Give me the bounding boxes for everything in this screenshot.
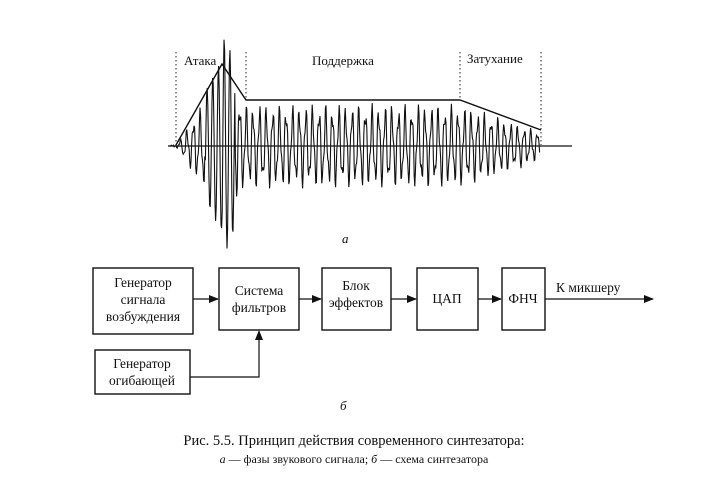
caption-b-marker: б [371, 452, 378, 466]
panel-a-label: а [342, 231, 349, 246]
output-to-mixer-label: К микшеру [556, 280, 621, 295]
excitation-generator-line2: сигнала [121, 292, 166, 307]
effects-block-line1: Блок [342, 278, 370, 293]
lpf-block: ФНЧ [501, 267, 546, 331]
waveform-panel: Атака Поддержка Затухание а [168, 39, 572, 249]
phase-label-decay: Затухание [467, 51, 523, 66]
sound-signal-waveform [169, 39, 541, 249]
effects-block: Блок эффектов [321, 267, 392, 331]
lpf-label: ФНЧ [508, 291, 537, 306]
filter-system-block: Система фильтров [218, 267, 300, 331]
caption-b-text: — схема синтезатора [377, 452, 489, 466]
caption-line1: Рис. 5.5. Принцип действия современного … [183, 433, 524, 449]
envelope-generator-line1: Генератор [113, 356, 171, 371]
filter-system-line2: фильтров [232, 300, 286, 315]
phase-label-sustain: Поддержка [312, 53, 374, 68]
effects-block-line2: эффектов [329, 295, 383, 310]
block-diagram: Генератор сигнала возбуждения Система фи… [92, 267, 654, 413]
caption-a-marker: а [220, 452, 226, 466]
arrow-envelope-to-filter [190, 330, 263, 378]
dac-block: ЦАП [416, 267, 479, 331]
caption-line2: а — фазы звукового сигнала; б — схема си… [220, 452, 489, 466]
envelope-generator-line2: огибающей [109, 373, 175, 388]
envelope-generator-block: Генератор огибающей [94, 349, 191, 395]
dac-label: ЦАП [432, 291, 461, 306]
panel-b-label: б [340, 398, 347, 413]
excitation-generator-line3: возбуждения [106, 309, 180, 324]
excitation-generator-block: Генератор сигнала возбуждения [92, 267, 194, 335]
caption-a-text: — фазы звукового сигнала; [226, 452, 372, 466]
phase-label-attack: Атака [184, 53, 216, 68]
filter-system-line1: Система [235, 283, 284, 298]
excitation-generator-line1: Генератор [114, 275, 172, 290]
figure-caption: Рис. 5.5. Принцип действия современного … [183, 433, 524, 466]
